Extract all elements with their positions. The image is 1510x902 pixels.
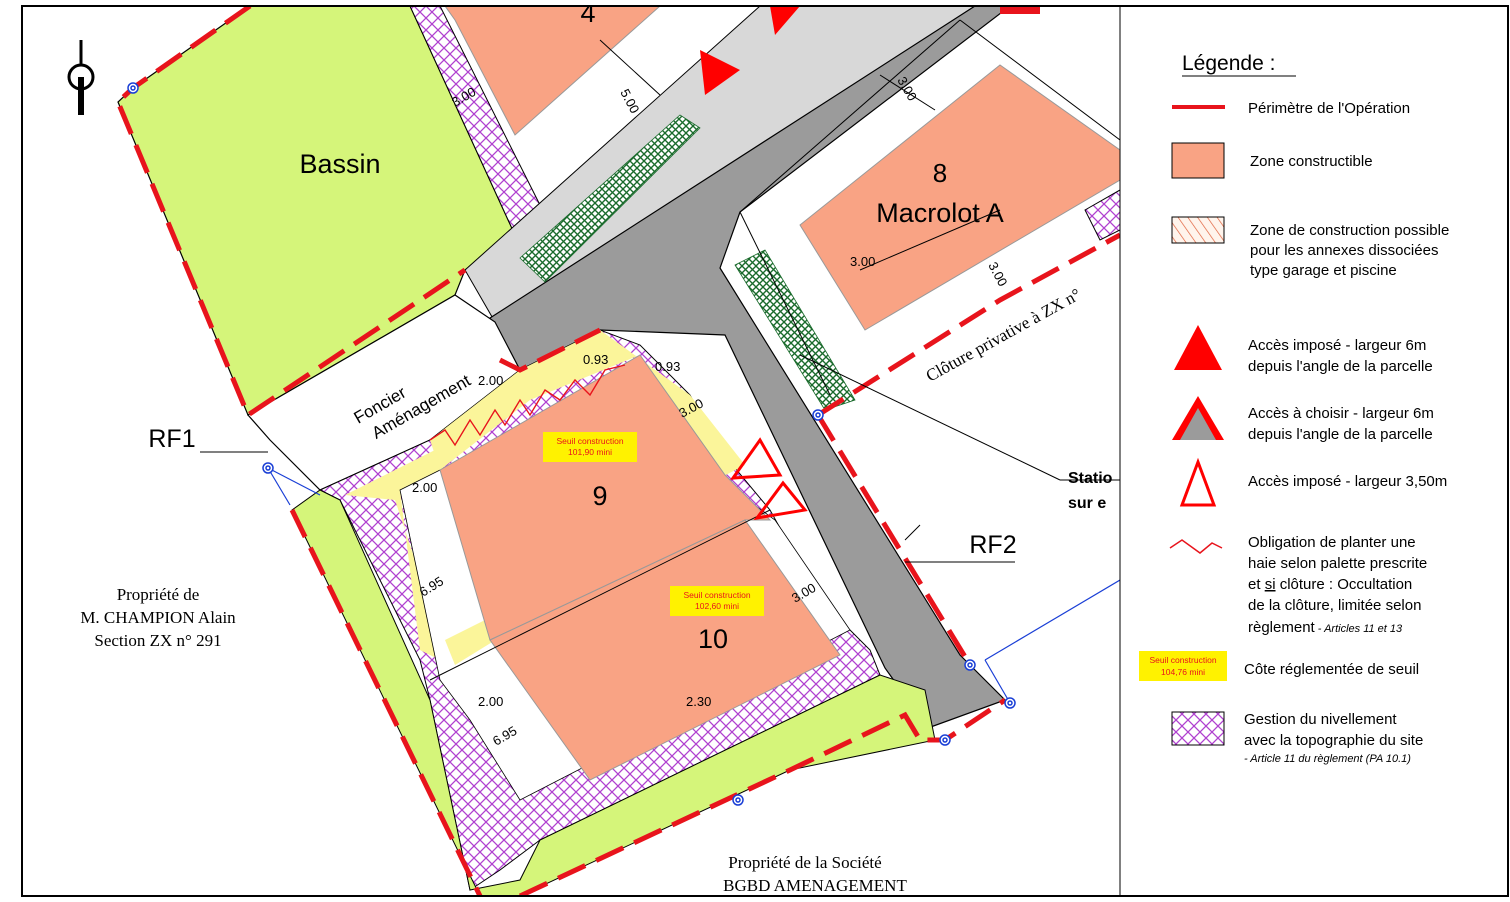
legend-title: Légende : xyxy=(1182,52,1275,75)
access-350-triangle-b xyxy=(753,480,808,521)
legend-constructible: Zone constructible xyxy=(1250,153,1373,170)
legend-acces-impose-1: Accès imposé - largeur 6m xyxy=(1248,337,1426,354)
legend-annexes-1: Zone de construction possible xyxy=(1250,222,1449,239)
legend-perimetre: Périmètre de l'Opération xyxy=(1248,100,1410,117)
leader-lines xyxy=(200,39,1120,563)
rf1-label: RF1 xyxy=(148,425,195,453)
lot9-label: 9 xyxy=(592,481,607,511)
green-parking-upper xyxy=(519,114,701,283)
legend-seuil-swatch xyxy=(1139,651,1227,681)
legend-panel: Légende : Périmètre de l'Opération Zone … xyxy=(1139,52,1449,765)
legend-nivellement-2: avec la topographie du site xyxy=(1244,732,1423,749)
legend-acces-impose-2: depuis l'angle de la parcelle xyxy=(1248,358,1433,375)
legend-seuil-swatch-2: 104,76 mini xyxy=(1161,667,1205,677)
legend-haie-2: haie selon palette prescrite xyxy=(1248,555,1427,572)
lot4-label: 4 xyxy=(580,0,595,28)
north-arrow-icon xyxy=(67,40,95,115)
survey-marks xyxy=(127,82,1016,806)
legend-hedge-icon xyxy=(1169,539,1223,554)
green-parking-right xyxy=(734,249,856,411)
champion-line-1: Propriété de xyxy=(117,585,200,604)
legend-nivellement-swatch xyxy=(1171,711,1225,746)
lot8-name: Macrolot A xyxy=(876,198,1004,228)
legend-haie-3: et si clôture : Occultation xyxy=(1248,576,1412,593)
access-imposed-triangle-2 xyxy=(770,6,800,35)
seuil-box-lot10: Seuil construction 102,60 mini xyxy=(670,586,764,616)
legend-haie-1: Obligation de planter une xyxy=(1248,534,1416,551)
legend-acces-350: Accès imposé - largeur 3,50m xyxy=(1248,473,1447,490)
seuil-box-lot9: Seuil construction 101,90 mini xyxy=(543,432,637,462)
bgbd-line-2: BGBD AMENAGEMENT xyxy=(723,876,907,895)
legend-access-imposed-icon xyxy=(1174,325,1222,370)
seuil-lot10-title: Seuil construction xyxy=(683,590,750,600)
lot10-zone xyxy=(489,519,841,781)
seuil-lot9-value: 101,90 mini xyxy=(568,447,612,457)
dim-2-00-b: 2.00 xyxy=(412,480,437,495)
dim-2-30: 2.30 xyxy=(686,694,711,709)
legend-constructible-swatch xyxy=(1171,142,1225,179)
champion-line-2: M. CHAMPION Alain xyxy=(80,608,236,627)
outer-border xyxy=(21,5,1509,897)
stationnement-line-2: sur e xyxy=(1068,495,1106,512)
seuil-lot9-title: Seuil construction xyxy=(556,436,623,446)
legend-haie-4: de la clôture, limitée selon xyxy=(1248,597,1421,614)
dim-2-00-a: 2.00 xyxy=(478,373,503,388)
legend-access-350-icon xyxy=(1179,457,1217,507)
lot8-number: 8 xyxy=(933,158,947,188)
hedge-line xyxy=(429,364,626,447)
lot8-zone xyxy=(799,64,1120,331)
access-350-triangle-a xyxy=(729,437,783,480)
seuil-lot10-value: 102,60 mini xyxy=(695,601,739,611)
stationnement-line-1: Statio xyxy=(1068,470,1113,487)
dim-3-00-lot8-left: 3.00 xyxy=(850,254,875,269)
road-light xyxy=(464,6,976,323)
lot10-label: 10 xyxy=(698,624,728,654)
access-imposed-triangle xyxy=(700,50,740,95)
lot8-niv-strip xyxy=(1084,189,1120,241)
operation-perimeter xyxy=(115,6,1120,896)
legend-acces-choisir-2: depuis l'angle de la parcelle xyxy=(1248,426,1433,443)
dim-2-00-c: 2.00 xyxy=(478,694,503,709)
legend-annexes-3: type garage et piscine xyxy=(1250,262,1397,279)
legend-annexes-swatch xyxy=(1171,216,1225,244)
legend-nivellement-note: - Article 11 du règlement (PA 10.1) xyxy=(1244,753,1411,765)
legend-haie-5: règlement - Articles 11 et 13 xyxy=(1248,619,1403,636)
bassin-label: Bassin xyxy=(299,149,380,179)
rf2-label: RF2 xyxy=(969,531,1016,559)
map-area: Bassin 4 8 Macrolot A 9 10 Foncier Aména… xyxy=(22,0,1120,896)
yellow-band-left xyxy=(345,450,450,665)
legend-annexes-2: pour les annexes dissociées xyxy=(1250,242,1438,259)
dim-0-93-a: 0.93 xyxy=(583,352,608,367)
legend-seuil: Côte réglementée de seuil xyxy=(1244,661,1419,678)
legend-nivellement-1: Gestion du nivellement xyxy=(1244,711,1397,728)
legend-seuil-swatch-1: Seuil construction xyxy=(1149,655,1216,665)
boundary-blue-lines xyxy=(267,467,1120,704)
legend-acces-choisir-1: Accès à choisir - largeur 6m xyxy=(1248,405,1434,422)
dim-0-93-b: 0.93 xyxy=(655,359,680,374)
champion-line-3: Section ZX n° 291 xyxy=(94,631,221,650)
bgbd-line-1: Propriété de la Société xyxy=(728,853,881,872)
lot4-zone xyxy=(444,6,661,136)
